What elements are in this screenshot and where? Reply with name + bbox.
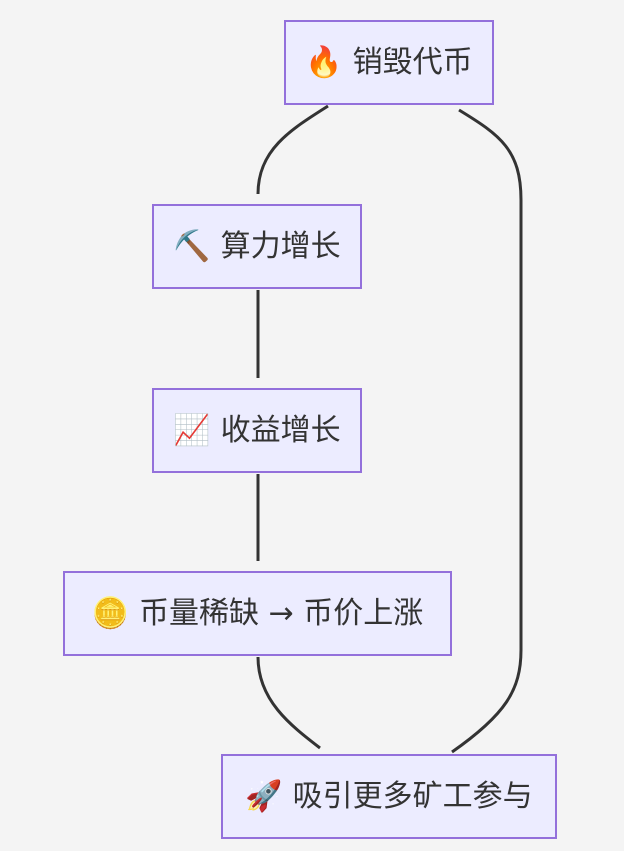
rocket-icon: 🚀 <box>245 778 283 814</box>
node-hashrate-label: 算力增长 <box>220 228 341 264</box>
fire-icon: 🔥 <box>305 44 343 80</box>
node-burn-label: 销毁代币 <box>352 44 473 80</box>
edge-scarce-to-miners <box>256 656 321 750</box>
pickaxe-icon: ⛏️ <box>173 228 211 264</box>
edge-burn-to-hash <box>256 104 329 195</box>
chart-up-icon: 📈 <box>173 412 211 448</box>
node-burn-tokens: 🔥 销毁代币 <box>284 20 494 105</box>
node-profit-label: 收益增长 <box>220 412 341 448</box>
coin-icon: 🪙 <box>91 595 130 631</box>
node-profit-growth: 📈 收益增长 <box>152 388 362 473</box>
node-hashrate-growth: ⛏️ 算力增长 <box>152 204 362 289</box>
node-scarcity-label: 币量稀缺 → 币价上涨 <box>139 595 424 631</box>
node-attract-miners: 🚀 吸引更多矿工参与 <box>221 754 557 839</box>
node-scarcity-price-rise: 🪙 币量稀缺 → 币价上涨 <box>63 571 452 656</box>
node-miners-label: 吸引更多矿工参与 <box>292 778 533 814</box>
edge-miners-to-burn <box>451 108 523 754</box>
